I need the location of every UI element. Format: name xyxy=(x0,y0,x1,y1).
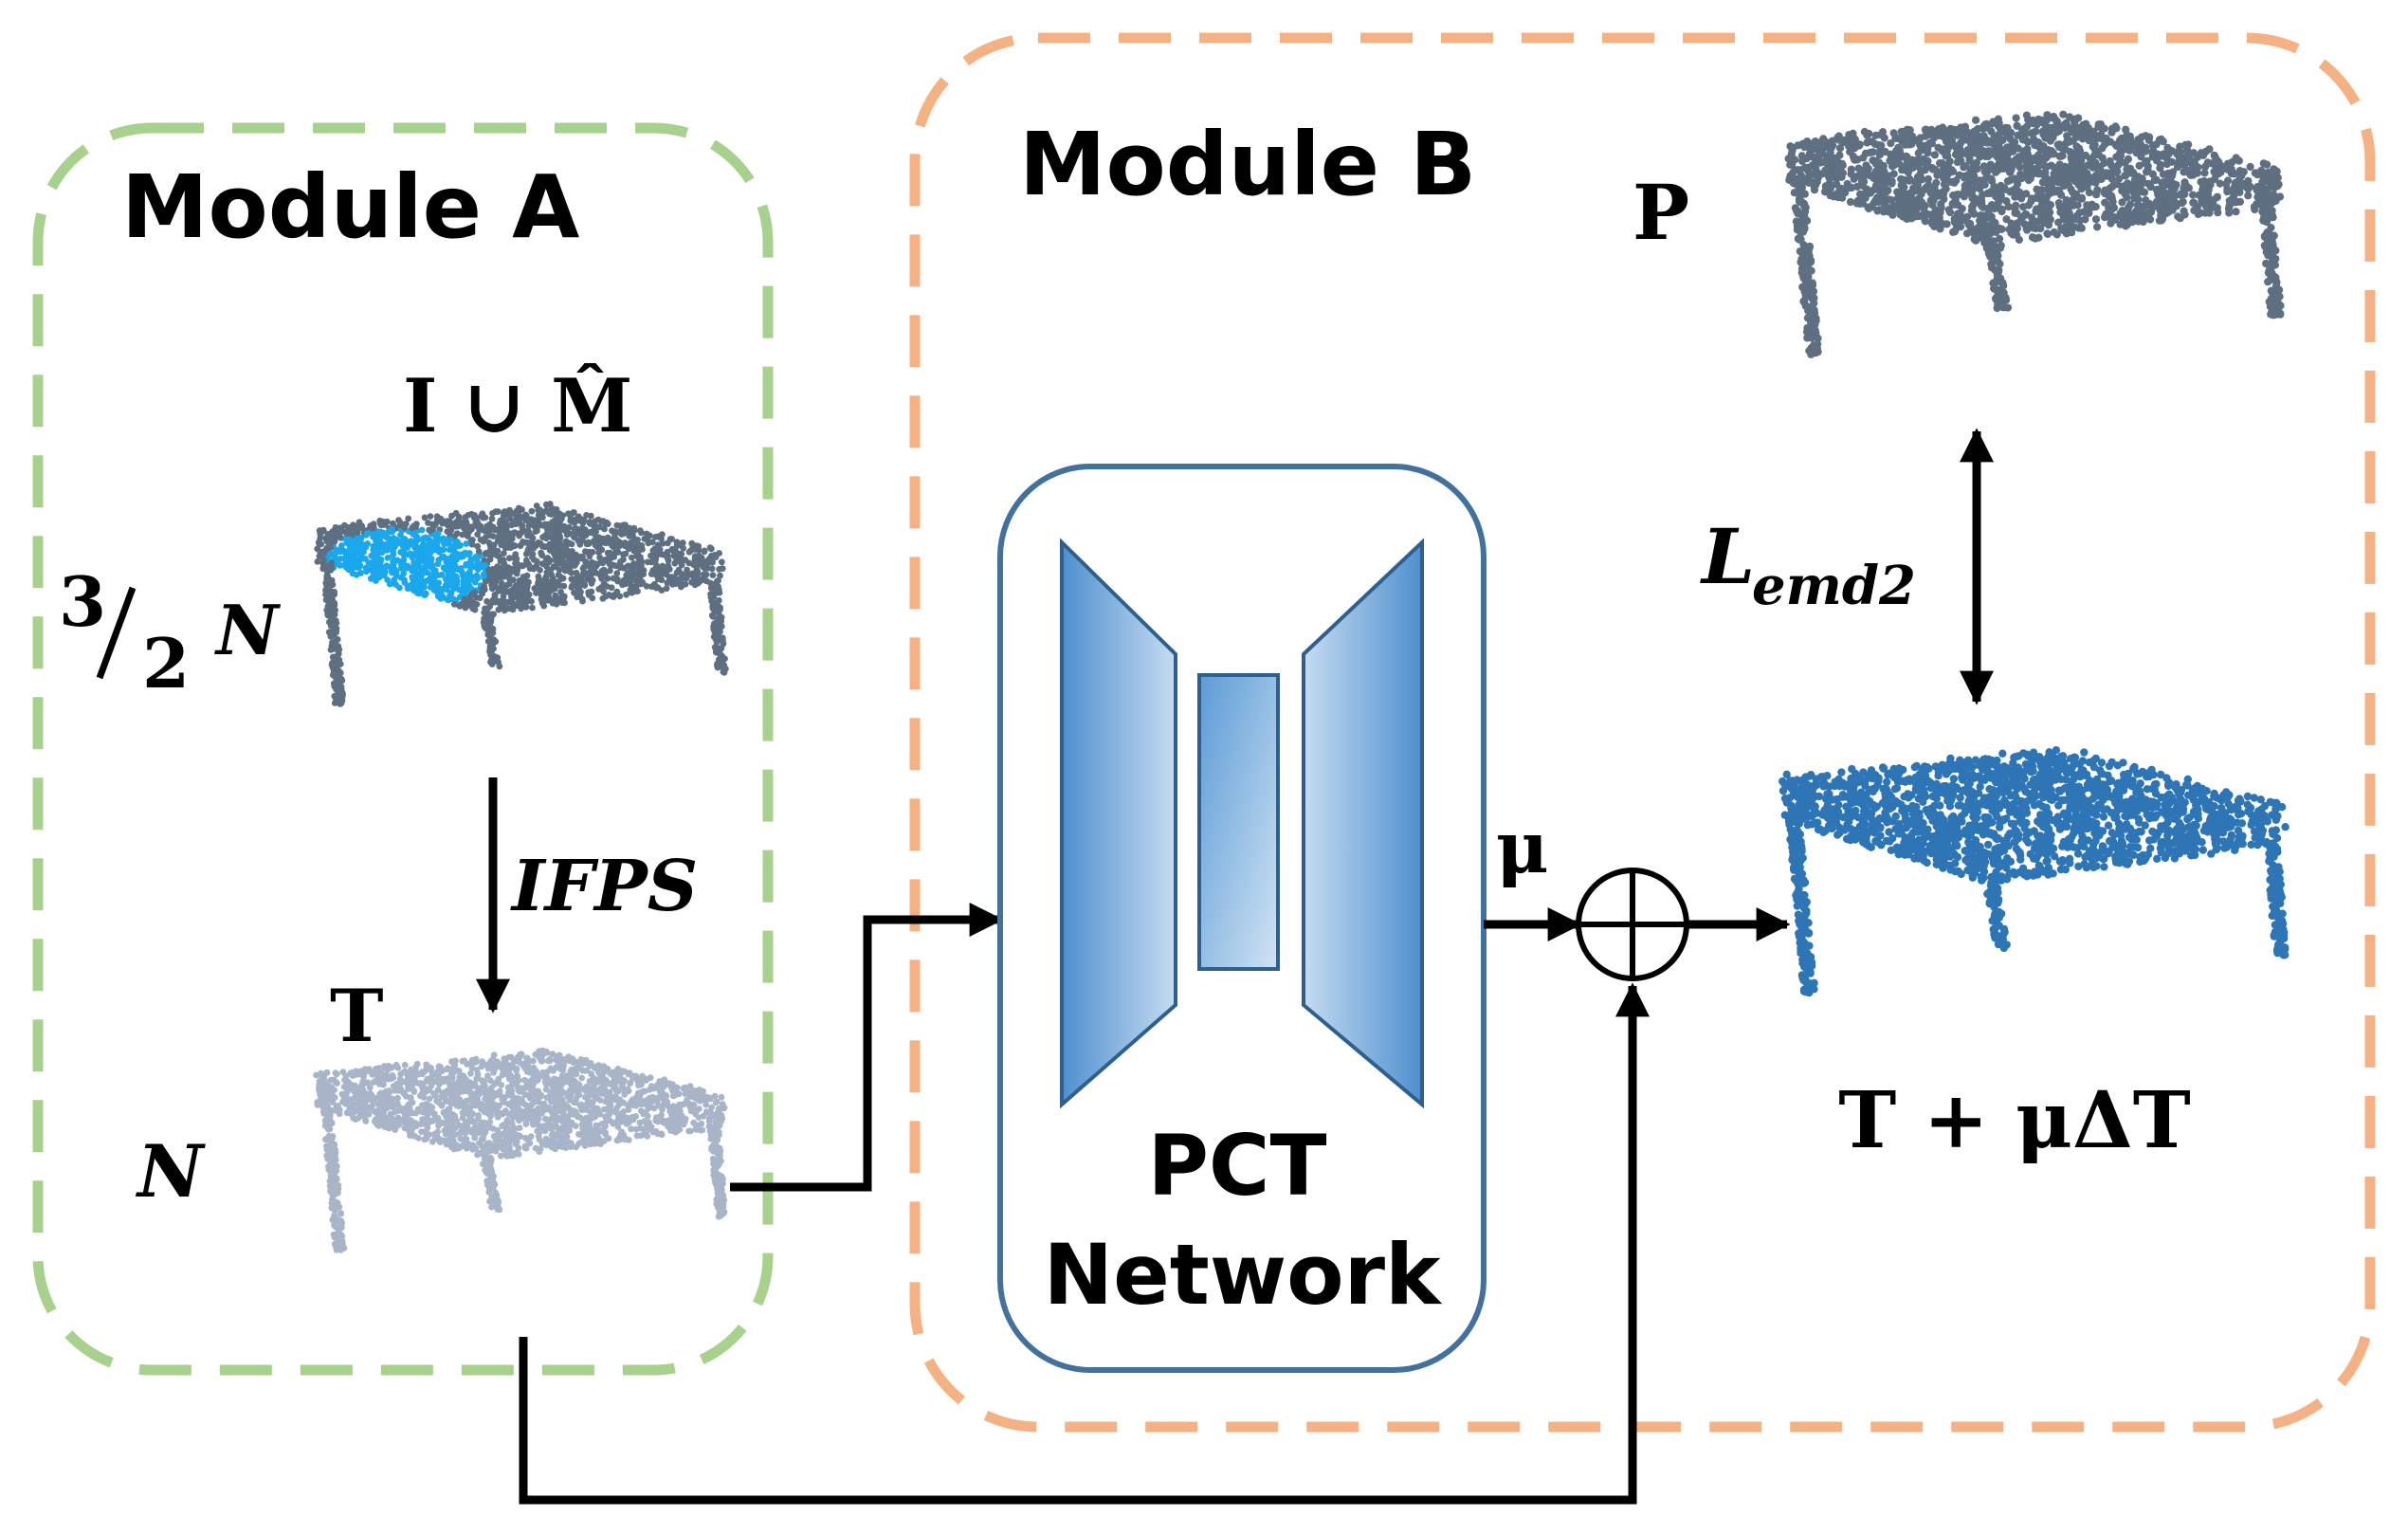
mu-label: μ xyxy=(1496,805,1549,889)
template-to-network-connector xyxy=(730,903,1004,1192)
target-label: P xyxy=(1633,168,1689,257)
input-count-denominator: 2 xyxy=(142,623,190,704)
module-a-box xyxy=(32,122,774,1376)
input-count-variable: N xyxy=(214,590,282,670)
loss-symbol: L xyxy=(1700,512,1755,601)
input-point-cloud xyxy=(314,501,729,707)
encoder-block xyxy=(1060,538,1177,1109)
module-b-title: Module B xyxy=(1019,114,1476,215)
decoder-block xyxy=(1302,538,1424,1109)
target-point-cloud xyxy=(1784,110,2285,358)
template-count-label: N xyxy=(136,1129,206,1214)
module-a-title: Module A xyxy=(121,156,579,258)
template-label: T xyxy=(330,974,384,1058)
module-b-box xyxy=(909,32,2376,1433)
output-point-cloud xyxy=(1779,746,2289,997)
loss-label: L emd2 xyxy=(1700,512,1916,617)
bottleneck-block xyxy=(1197,673,1280,971)
network-name-line1: PCT xyxy=(1147,1117,1326,1215)
input-union-label: I ∪ M̂ xyxy=(403,362,633,449)
template-point-cloud xyxy=(313,1047,728,1253)
input-point-count: 3 2 N xyxy=(59,561,282,704)
network-name-line2: Network xyxy=(1043,1226,1443,1324)
loss-subscript: emd2 xyxy=(1752,555,1916,617)
template-skip-connection xyxy=(519,982,1650,1505)
output-label: T + μΔT xyxy=(1838,1075,2190,1166)
fraction-slash xyxy=(96,586,137,680)
sum-node-icon xyxy=(1576,868,1689,981)
ifps-label: IFPS xyxy=(510,846,698,927)
input-count-numerator: 3 xyxy=(59,561,106,642)
